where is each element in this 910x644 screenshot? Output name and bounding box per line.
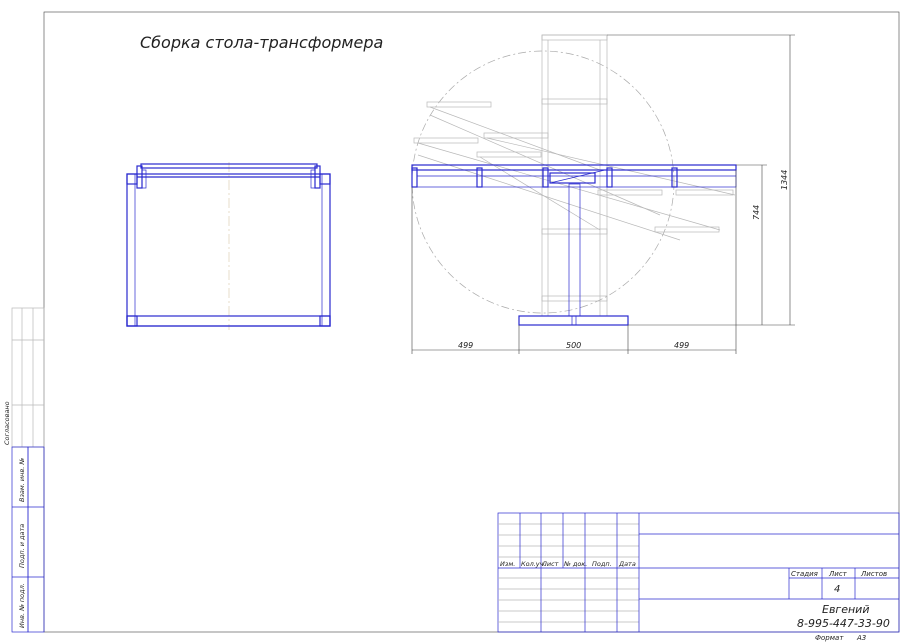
- dim-height-744: 744: [752, 205, 761, 220]
- format-value: А3: [856, 634, 866, 642]
- agreed-label: Согласовано: [3, 401, 11, 445]
- format-label: Формат: [815, 634, 844, 642]
- sheet-frame: [43, 11, 900, 633]
- header-doc: № док.: [563, 560, 587, 568]
- sheets-label: Листов: [860, 570, 887, 578]
- front-view: [126, 162, 331, 330]
- dim-right: 499: [674, 341, 689, 350]
- author-phone: 8-995-447-33-90: [797, 617, 890, 630]
- drawing-title: Сборка стола-трансформера: [140, 33, 383, 52]
- sign-date-label: Подп. и дата: [18, 524, 26, 568]
- author-name: Евгений: [822, 603, 869, 616]
- header-list: Лист: [541, 560, 559, 568]
- dim-height-1344: 1344: [780, 170, 789, 190]
- dim-left: 499: [458, 341, 473, 350]
- header-sign: Подп.: [592, 560, 612, 568]
- replace-inv-label: Взам. инв. №: [18, 458, 26, 502]
- sheet-value: 4: [834, 584, 840, 595]
- side-strip: Согласовано Взам. инв. № Подп. и дата Ин…: [3, 307, 45, 633]
- sheet-label: Лист: [828, 570, 848, 578]
- stage-label: Стадия: [791, 570, 818, 578]
- inv-orig-label: Инв. № подл.: [18, 583, 26, 628]
- header-izm: Изм.: [500, 560, 515, 568]
- dimensions: 499 500 499 744 1344: [411, 34, 795, 354]
- header-kol: Кол.уч.: [521, 560, 546, 568]
- title-block: Изм. Кол.уч. Лист № док. Подп. Дата Стад…: [497, 512, 900, 642]
- side-view-mechanism: [411, 34, 737, 326]
- header-date: Дата: [618, 560, 636, 568]
- dim-center: 500: [566, 341, 581, 350]
